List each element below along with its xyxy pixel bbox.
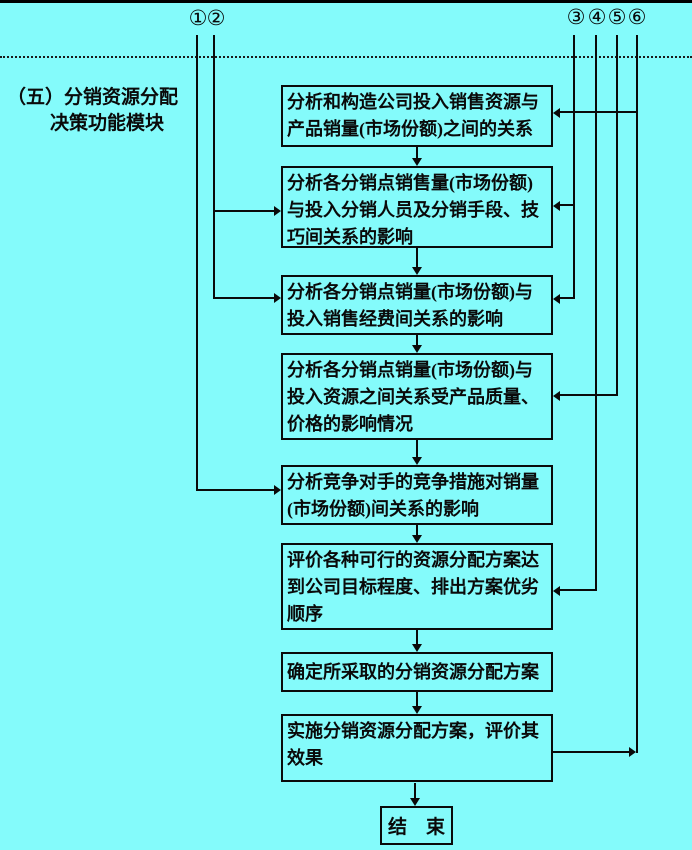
connector-arrowhead-6-box1	[553, 108, 560, 118]
flow-arrow-line-7-8	[416, 692, 418, 706]
connector-arrowhead-3-box3	[553, 294, 560, 304]
flow-arrowhead-1-2	[412, 158, 422, 166]
flow-box-6-text: 到公司目标程度、排出方案优劣	[287, 577, 539, 597]
flow-box-4-text: 投入资源之间关系受产品质量、	[287, 387, 539, 407]
flow-box-1-text: 分析和构造公司投入销售资源与	[287, 92, 539, 112]
connector-arrowhead-1-box5	[274, 485, 281, 495]
flow-arrowhead-4-5	[412, 457, 422, 465]
connector-line-4-vertical	[595, 35, 597, 591]
connector-label-4: ④	[587, 5, 607, 29]
flow-box-7: 确定所采取的分销资源分配方案	[281, 652, 553, 692]
flow-box-8-text: 效果	[287, 748, 323, 768]
flow-box-1-text: 产品销量(市场份额)之间的关系	[287, 119, 533, 139]
flow-box-3-text: 分析各分销点销量(市场份额)与	[287, 282, 533, 302]
flow-box-4-text: 价格的影响情况	[287, 414, 413, 434]
flow-arrow-line-5-6	[416, 525, 418, 535]
flow-box-4-text: 分析各分销点销量(市场份额)与	[287, 360, 533, 380]
flow-box-6-text: 顺序	[287, 604, 323, 624]
flow-box-5: 分析竞争对手的竞争措施对销量 (市场份额)间关系的影响	[281, 465, 553, 525]
connector-line-3-end	[560, 297, 575, 299]
flow-box-5-text: (市场份额)间关系的影响	[287, 499, 479, 519]
flow-box-8: 实施分销资源分配方案，评价其 效果	[281, 714, 553, 782]
connector-line-6-branch	[560, 111, 638, 113]
connector-label-6: ⑥	[627, 5, 647, 29]
connector-line-6-feedback	[553, 751, 630, 753]
flow-arrowhead-6-7	[412, 644, 422, 652]
flow-box-3-text: 投入销售经费间关系的影响	[287, 309, 503, 329]
connector-arrowhead-4-box6	[553, 586, 560, 596]
connector-arrowhead-box8-6	[629, 747, 636, 757]
connector-label-3: ③	[566, 5, 586, 29]
connector-line-5-horizontal	[560, 394, 618, 396]
flow-box-4: 分析各分销点销量(市场份额)与 投入资源之间关系受产品质量、 价格的影响情况	[281, 353, 553, 440]
connector-line-2-vertical	[213, 35, 215, 299]
connector-arrowhead-5-box4	[553, 391, 560, 401]
flow-box-6: 评价各种可行的资源分配方案达 到公司目标程度、排出方案优劣 顺序	[281, 543, 553, 630]
connector-arrowhead-2-box2	[274, 206, 281, 216]
flow-box-2-text: 巧间关系的影响	[287, 227, 413, 247]
flow-arrow-line-6-7	[416, 630, 418, 644]
flow-arrowhead-3-4	[412, 345, 422, 353]
connector-label-1: ①	[188, 6, 208, 30]
connector-line-4-horizontal	[560, 589, 597, 591]
connector-line-1-vertical	[196, 35, 198, 490]
flow-arrow-line-1-2	[416, 147, 418, 159]
flow-box-2-text: 与投入分销人员及分销手段、技	[287, 200, 539, 220]
flow-box-2-text: 分析各分销点销售量(市场份额)	[287, 173, 533, 193]
flow-arrow-line-8-end	[414, 783, 416, 798]
section-title-line1: （五）分销资源分配	[7, 87, 179, 108]
end-box-label: 结 束	[387, 817, 445, 838]
flow-box-6-text: 评价各种可行的资源分配方案达	[287, 550, 539, 570]
flow-box-5-text: 分析竞争对手的竞争措施对销量	[287, 472, 539, 492]
connector-line-2-branch	[213, 210, 274, 212]
connector-arrowhead-2-box3	[274, 293, 281, 303]
flow-arrowhead-5-6	[412, 535, 422, 543]
connector-line-3-branch	[560, 204, 575, 206]
connector-label-2: ②	[206, 6, 226, 30]
section-title-line2: 决策功能模块	[50, 113, 165, 134]
connector-line-1-horizontal	[196, 489, 274, 491]
top-border-line	[0, 0, 692, 3]
connector-label-5: ⑤	[607, 5, 627, 29]
end-box: 结 束	[380, 806, 453, 845]
flow-arrow-line-2-3	[416, 248, 418, 267]
connector-line-5-vertical	[616, 35, 618, 396]
connector-line-6-vertical	[636, 35, 638, 753]
flow-box-3: 分析各分销点销量(市场份额)与 投入销售经费间关系的影响	[281, 275, 553, 335]
flow-box-1: 分析和构造公司投入销售资源与 产品销量(市场份额)之间的关系	[281, 85, 553, 147]
flow-box-2: 分析各分销点销售量(市场份额) 与投入分销人员及分销手段、技 巧间关系的影响	[281, 166, 553, 248]
flow-arrow-line-3-4	[416, 335, 418, 345]
connector-line-3-vertical	[573, 35, 575, 299]
flow-arrowhead-7-8	[412, 706, 422, 714]
dotted-separator-line	[0, 56, 692, 58]
flow-box-7-text: 确定所采取的分销资源分配方案	[287, 662, 539, 682]
flow-arrow-line-4-5	[416, 440, 418, 457]
connector-line-2-end	[213, 297, 274, 299]
flow-arrowhead-8-end	[410, 798, 420, 806]
connector-arrowhead-3-box2	[553, 201, 560, 211]
flow-box-8-text: 实施分销资源分配方案，评价其	[287, 721, 539, 741]
flow-arrowhead-2-3	[412, 267, 422, 275]
